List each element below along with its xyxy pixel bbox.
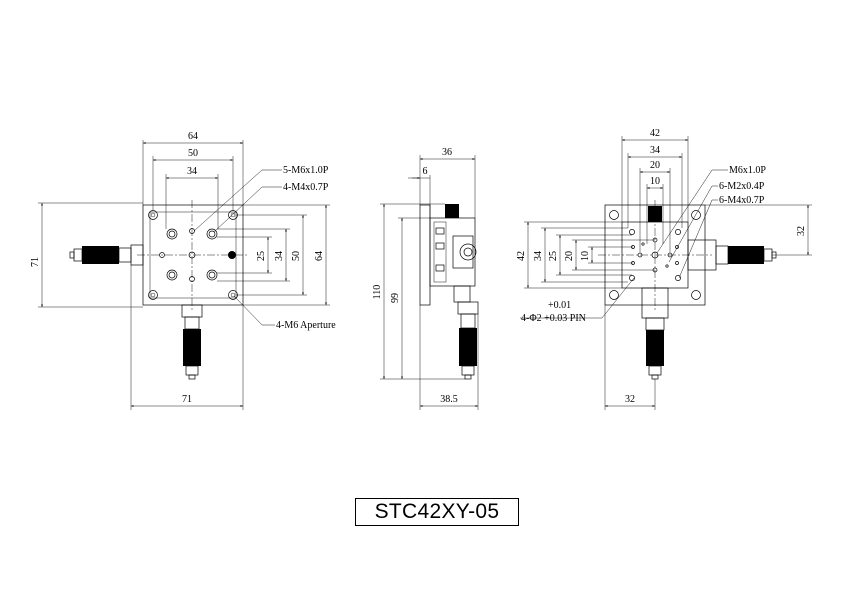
dim-top-25-vertical: 25 bbox=[256, 251, 267, 261]
dim-bottom-34-vertical: 34 bbox=[533, 251, 544, 261]
callout-tolerance: +0.01 bbox=[548, 300, 571, 311]
dim-top-64-vertical: 64 bbox=[314, 251, 325, 261]
dim-side-99: 99 bbox=[390, 293, 401, 303]
model-title: STC42XY-05 bbox=[374, 500, 500, 523]
dim-side-6: 6 bbox=[423, 166, 428, 177]
callout-4-m4: 4-M4x0.7P bbox=[283, 182, 329, 193]
dim-bottom-20-vertical: 20 bbox=[564, 251, 575, 261]
dim-top-50-vertical: 50 bbox=[291, 251, 302, 261]
dim-side-36: 36 bbox=[442, 147, 452, 158]
dim-top-34: 34 bbox=[187, 166, 197, 177]
bottom-view: 42 34 20 10 42 34 25 20 bbox=[516, 128, 812, 410]
callout-6-m2: 6-M2x0.4P bbox=[719, 181, 765, 192]
dim-top-71-vertical: 71 bbox=[30, 257, 41, 267]
dim-top-64: 64 bbox=[188, 131, 198, 142]
dim-side-38-5: 38.5 bbox=[440, 394, 458, 405]
dim-bottom-34: 34 bbox=[650, 145, 660, 156]
dim-bottom-42-vertical: 42 bbox=[516, 251, 527, 261]
dim-top-71-horizontal: 71 bbox=[182, 394, 192, 405]
top-view: 64 50 34 71 71 64 50 34 bbox=[30, 131, 336, 410]
callout-5-m6: 5-M6x1.0P bbox=[283, 165, 329, 176]
side-view: 36 6 110 99 38.5 bbox=[372, 147, 479, 410]
dim-bottom-42: 42 bbox=[650, 128, 660, 139]
dim-bottom-10: 10 bbox=[650, 176, 660, 187]
dim-bottom-20: 20 bbox=[650, 160, 660, 171]
dim-bottom-25-vertical: 25 bbox=[548, 251, 559, 261]
dim-side-110: 110 bbox=[372, 285, 383, 300]
callout-6-m4: 6-M4x0.7P bbox=[719, 195, 765, 206]
dim-bottom-32-vertical: 32 bbox=[796, 226, 807, 236]
dim-bottom-10-vertical: 10 bbox=[580, 251, 591, 261]
dim-bottom-32-horizontal: 32 bbox=[625, 394, 635, 405]
callout-pin: 4-Φ2 +0.03 PIN bbox=[521, 313, 586, 324]
model-title-box: STC42XY-05 bbox=[355, 498, 519, 526]
dim-top-34-vertical: 34 bbox=[274, 251, 285, 261]
callout-aperture: 4-M6 Aperture bbox=[276, 320, 336, 331]
callout-m6: M6x1.0P bbox=[729, 165, 766, 176]
dim-top-50: 50 bbox=[188, 148, 198, 159]
